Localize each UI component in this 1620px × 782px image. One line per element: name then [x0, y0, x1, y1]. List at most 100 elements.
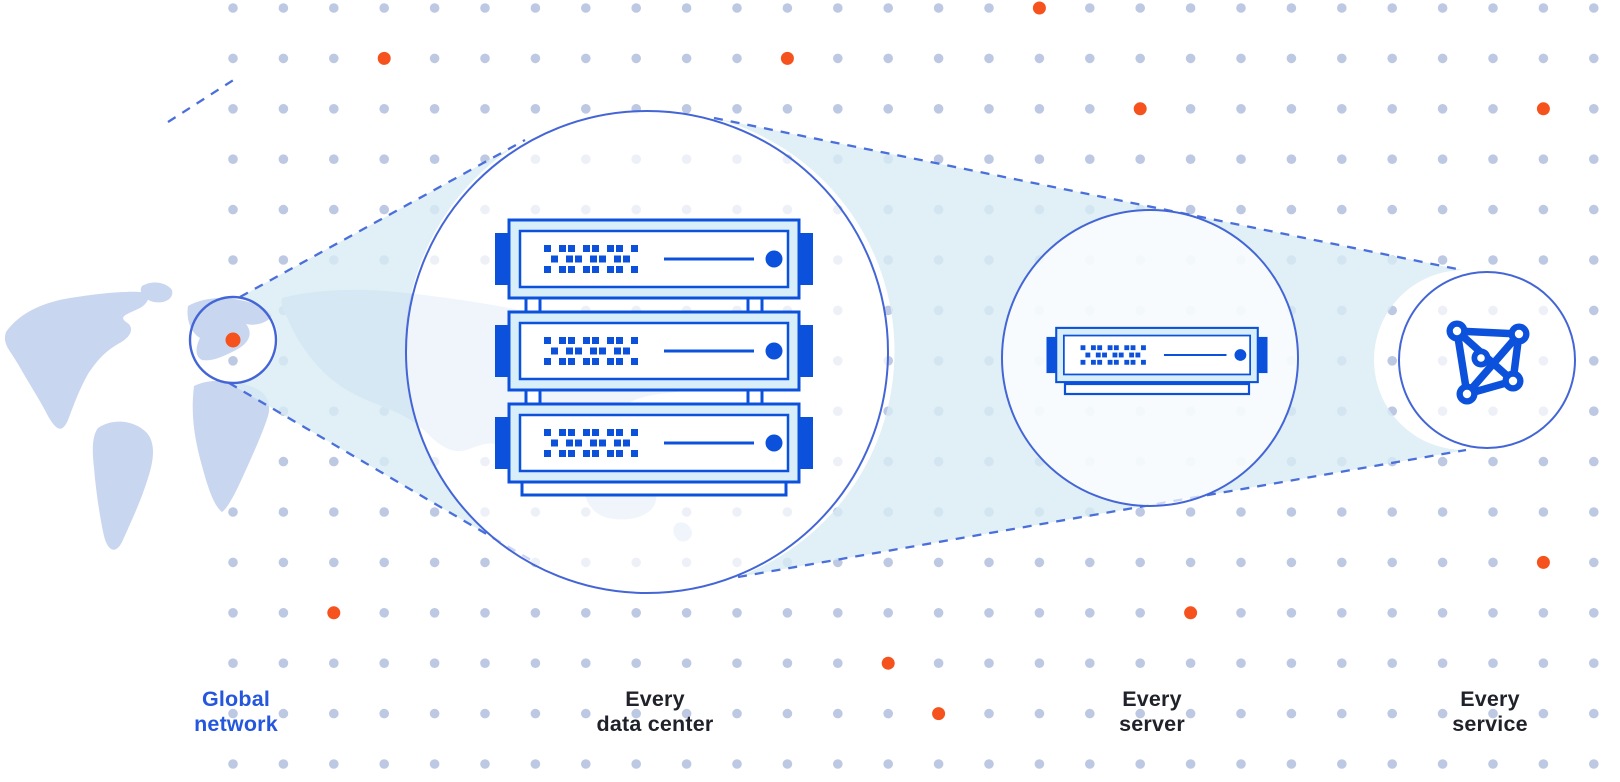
grid-dot	[278, 759, 289, 769]
grid-dot	[933, 658, 944, 668]
grid-dot	[732, 608, 742, 618]
grid-dot	[1135, 557, 1145, 568]
grid-dot	[1034, 608, 1045, 618]
grid-dot	[1236, 204, 1246, 215]
grid-dot	[1589, 406, 1599, 417]
orange-grid-dot	[327, 606, 341, 620]
grid-dot	[1538, 154, 1549, 164]
grid-dot	[480, 557, 490, 568]
grid-dot	[1135, 3, 1145, 13]
grid-dot	[1589, 356, 1599, 366]
label-line: Every	[625, 687, 685, 711]
grid-dot	[1286, 759, 1297, 769]
grid-dot	[984, 608, 994, 618]
grid-dot	[530, 759, 541, 769]
orange-grid-dot	[881, 656, 895, 670]
label-line: service	[1452, 712, 1528, 736]
grid-dot	[631, 759, 641, 769]
label-every-data-center: Every data center	[597, 687, 714, 737]
mesh-node-holes	[1452, 326, 1524, 399]
grid-dot	[1488, 104, 1498, 114]
grid-dot	[1085, 759, 1095, 769]
grid-dot	[1337, 3, 1347, 13]
grid-dot	[1488, 759, 1498, 769]
grid-dot	[1387, 759, 1397, 769]
grid-dot	[1185, 154, 1196, 164]
grid-dot	[933, 104, 944, 114]
grid-dot	[782, 708, 793, 719]
grid-dot	[1589, 557, 1599, 568]
grid-dot	[379, 154, 390, 164]
map-highlight-circle	[188, 295, 278, 385]
grid-dot	[228, 356, 238, 366]
grid-dot	[933, 759, 944, 769]
grid-dot	[681, 3, 692, 13]
grid-dot	[782, 104, 793, 114]
grid-dot	[681, 658, 692, 668]
grid-dot	[1437, 759, 1448, 769]
orange-grid-dot	[932, 707, 946, 721]
grid-dot	[329, 658, 339, 668]
grid-dot	[1589, 658, 1599, 668]
dashed-line	[239, 138, 526, 299]
grid-dot	[1236, 759, 1246, 769]
grid-dot	[329, 557, 339, 568]
grid-dot	[530, 708, 541, 719]
grid-dot	[984, 154, 994, 164]
grid-dot	[933, 608, 944, 618]
grid-dot	[1185, 204, 1196, 215]
grid-dot	[732, 759, 742, 769]
grid-dot	[1589, 204, 1599, 215]
grid-dot	[1185, 3, 1196, 13]
grid-dot	[631, 53, 641, 64]
grid-dot	[480, 3, 490, 13]
server-vent-dots	[544, 245, 638, 273]
server-ear-right	[798, 233, 813, 285]
grid-dot	[429, 557, 440, 568]
grid-dot	[329, 507, 339, 517]
grid-dot	[681, 104, 692, 114]
grid-dot	[1185, 53, 1196, 64]
grid-dot	[1034, 708, 1045, 719]
label-line: data center	[596, 712, 714, 736]
grid-dot	[1488, 557, 1498, 568]
grid-dot	[581, 608, 591, 618]
grid-dot	[278, 507, 289, 517]
grid-dot	[1286, 104, 1297, 114]
grid-dot	[1589, 104, 1599, 114]
grid-dot	[1135, 154, 1145, 164]
grid-dot	[379, 507, 390, 517]
grid-dot	[1538, 708, 1549, 719]
grid-dot	[1538, 759, 1549, 769]
grid-dot	[631, 658, 641, 668]
grid-dot	[1437, 3, 1448, 13]
grid-dot	[1488, 507, 1498, 517]
server-unit	[495, 218, 813, 300]
grid-dot	[480, 759, 490, 769]
grid-dot	[329, 708, 339, 719]
grid-dot	[1538, 255, 1549, 265]
grid-dot	[1236, 658, 1246, 668]
grid-dot	[228, 708, 238, 719]
grid-dot	[1488, 204, 1498, 215]
grid-dot	[1135, 53, 1145, 64]
grid-dot	[1387, 356, 1397, 366]
grid-dot	[1337, 104, 1347, 114]
grid-dot	[1589, 456, 1599, 467]
grid-dot	[984, 3, 994, 13]
grid-dot	[681, 708, 692, 719]
grid-dot	[329, 154, 339, 164]
grid-dot	[429, 104, 440, 114]
grid-dot	[1538, 3, 1549, 13]
grid-dot	[833, 104, 843, 114]
server-rack-icon	[495, 218, 813, 497]
grid-dot	[1337, 658, 1347, 668]
grid-dot	[1488, 456, 1498, 467]
grid-dot	[1437, 658, 1448, 668]
grid-dot	[1236, 708, 1246, 719]
grid-dot	[1589, 3, 1599, 13]
grid-dot	[1437, 557, 1448, 568]
server-unit	[495, 310, 813, 392]
